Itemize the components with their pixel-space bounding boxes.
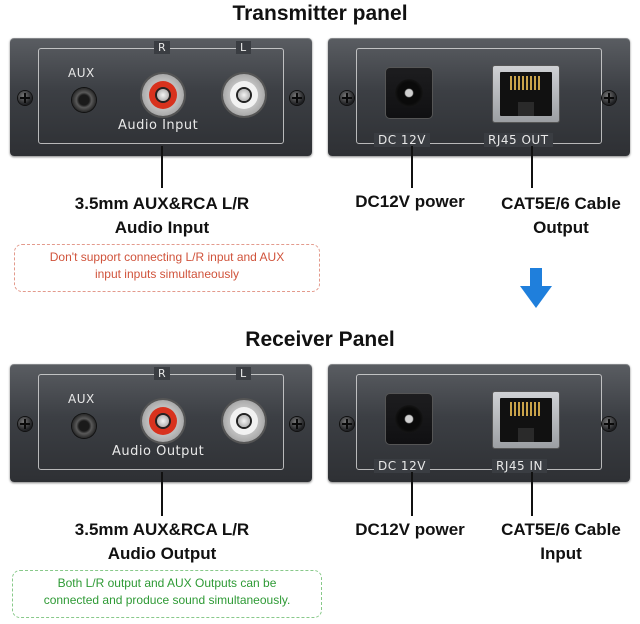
aux-label: AUX (68, 66, 95, 80)
leader-line (531, 146, 533, 188)
leader-line (531, 472, 533, 516)
screw-icon (340, 91, 354, 105)
screw-icon (18, 91, 32, 105)
leader-line (161, 146, 163, 188)
receiver-power-panel: DC 12V RJ45 IN (328, 364, 630, 482)
dc-jack-icon (386, 68, 432, 118)
leader-line (411, 146, 413, 188)
dc-12v-label: DC 12V (374, 133, 430, 147)
rj45-in-label: RJ45 IN (492, 459, 547, 473)
panel-frame (356, 374, 602, 470)
leader-line (411, 472, 413, 516)
receiver-note: Both L/R output and AUX Outputs can be c… (12, 570, 322, 618)
audio-output-caption: 3.5mm AUX&RCA L/R Audio Output (74, 520, 250, 563)
screw-icon (290, 91, 304, 105)
audio-input-caption: 3.5mm AUX&RCA L/R Audio Input (74, 194, 250, 237)
screw-icon (602, 417, 616, 431)
arrow-down-icon (520, 268, 552, 308)
audio-output-label: Audio Output (112, 444, 205, 459)
dc-jack-icon (386, 394, 432, 444)
dc-power-caption: DC12V power (355, 520, 465, 539)
audio-input-label: Audio Input (118, 118, 199, 133)
rj45-out-label: RJ45 OUT (484, 133, 553, 147)
transmitter-power-panel: DC 12V RJ45 OUT (328, 38, 630, 156)
rj45-port-icon (493, 66, 559, 122)
receiver-title: Receiver Panel (245, 328, 395, 351)
rca-pin (238, 415, 250, 427)
screw-icon (290, 417, 304, 431)
cable-output-caption: CAT5E/6 Cable Output (501, 194, 621, 237)
screw-icon (340, 417, 354, 431)
rca-jack-icon (223, 400, 265, 442)
dc-12v-label: DC 12V (374, 459, 430, 473)
rca-jack-icon (142, 400, 184, 442)
rca-jack-icon (142, 74, 184, 116)
transmitter-note: Don't support connecting L/R input and A… (14, 244, 320, 292)
screw-icon (602, 91, 616, 105)
transmitter-audio-panel: R L AUX Audio Input (10, 38, 312, 156)
transmitter-title: Transmitter panel (232, 2, 408, 25)
rca-pin (238, 89, 250, 101)
dc-power-caption: DC12V power (355, 192, 465, 211)
leader-line (161, 472, 163, 516)
aux-jack-icon (72, 414, 96, 438)
r-label: R (154, 367, 171, 380)
receiver-audio-panel: R L AUX Audio Output (10, 364, 312, 482)
aux-jack-icon (72, 88, 96, 112)
aux-label: AUX (68, 392, 95, 406)
screw-icon (18, 417, 32, 431)
rca-pin (157, 89, 169, 101)
rca-pin (157, 415, 169, 427)
rj45-port-icon (493, 392, 559, 448)
l-label: L (236, 41, 251, 54)
panel-frame (356, 48, 602, 144)
cable-input-caption: CAT5E/6 Cable Input (501, 520, 621, 563)
l-label: L (236, 367, 251, 380)
rca-jack-icon (223, 74, 265, 116)
r-label: R (154, 41, 171, 54)
